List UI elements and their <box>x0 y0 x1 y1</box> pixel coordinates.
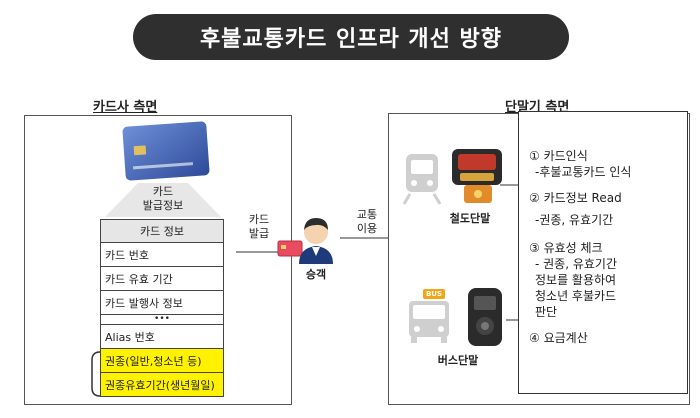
card-info-row: 카드 유효 기간 <box>100 267 224 291</box>
issue-info-shape <box>105 183 221 217</box>
card-info-row: 카드 번호 <box>100 243 224 267</box>
card-info-ellipsis: ••• <box>100 315 224 325</box>
bracket-icon <box>91 351 101 397</box>
card-info-row: 카드 발행사 정보 <box>100 291 224 315</box>
card-company-section-label: 카드사 측면 <box>93 100 158 115</box>
step-title: ④ 요금계산 <box>529 331 588 345</box>
process-steps-box: ① 카드인식 -후불교통카드 인식 ② 카드정보 Read -권종, 유효기간 … <box>518 111 688 394</box>
passenger-label: 승객 <box>305 268 327 281</box>
rail-terminal-icon <box>452 149 502 203</box>
step-detail: - 권종, 유효기간 정보를 활용하여 청소년 후불카드 판단 <box>535 257 618 319</box>
bus-terminal-label: 버스단말 <box>437 354 479 367</box>
small-card-icon <box>277 240 303 257</box>
step-title: ③ 유효성 체크 <box>529 241 603 255</box>
card-info-row: Alias 번호 <box>100 325 224 349</box>
credit-card-icon <box>122 121 210 181</box>
bus-terminal-icon <box>468 288 502 346</box>
step-title: ② 카드정보 Read <box>529 191 622 205</box>
rail-terminal-label: 철도단말 <box>449 212 491 225</box>
connector-lines <box>500 184 518 321</box>
transit-use-label: 교통 이용 <box>356 208 378 235</box>
step-detail: -후불교통카드 인식 <box>535 165 632 179</box>
page-title: 후불교통카드 인프라 개선 방향 <box>133 14 569 60</box>
card-info-highlight-row: 권종(일반,청소년 등) <box>100 349 224 373</box>
card-info-highlight-row: 권종유효기간(생년월일) <box>100 373 224 397</box>
transit-use-line <box>340 237 390 239</box>
bus-icon <box>409 289 449 343</box>
card-issue-label: 카드 발급 <box>248 213 270 240</box>
passenger-icon <box>299 218 333 264</box>
card-info-header: 카드 정보 <box>100 219 224 243</box>
bus-sign-label: BUS <box>425 290 443 298</box>
train-icon <box>402 154 442 205</box>
step-title: ① 카드인식 <box>529 149 588 163</box>
step-detail: -권종, 유효기간 <box>535 213 614 227</box>
issue-info-label: 카드 발급정보 <box>142 185 184 212</box>
